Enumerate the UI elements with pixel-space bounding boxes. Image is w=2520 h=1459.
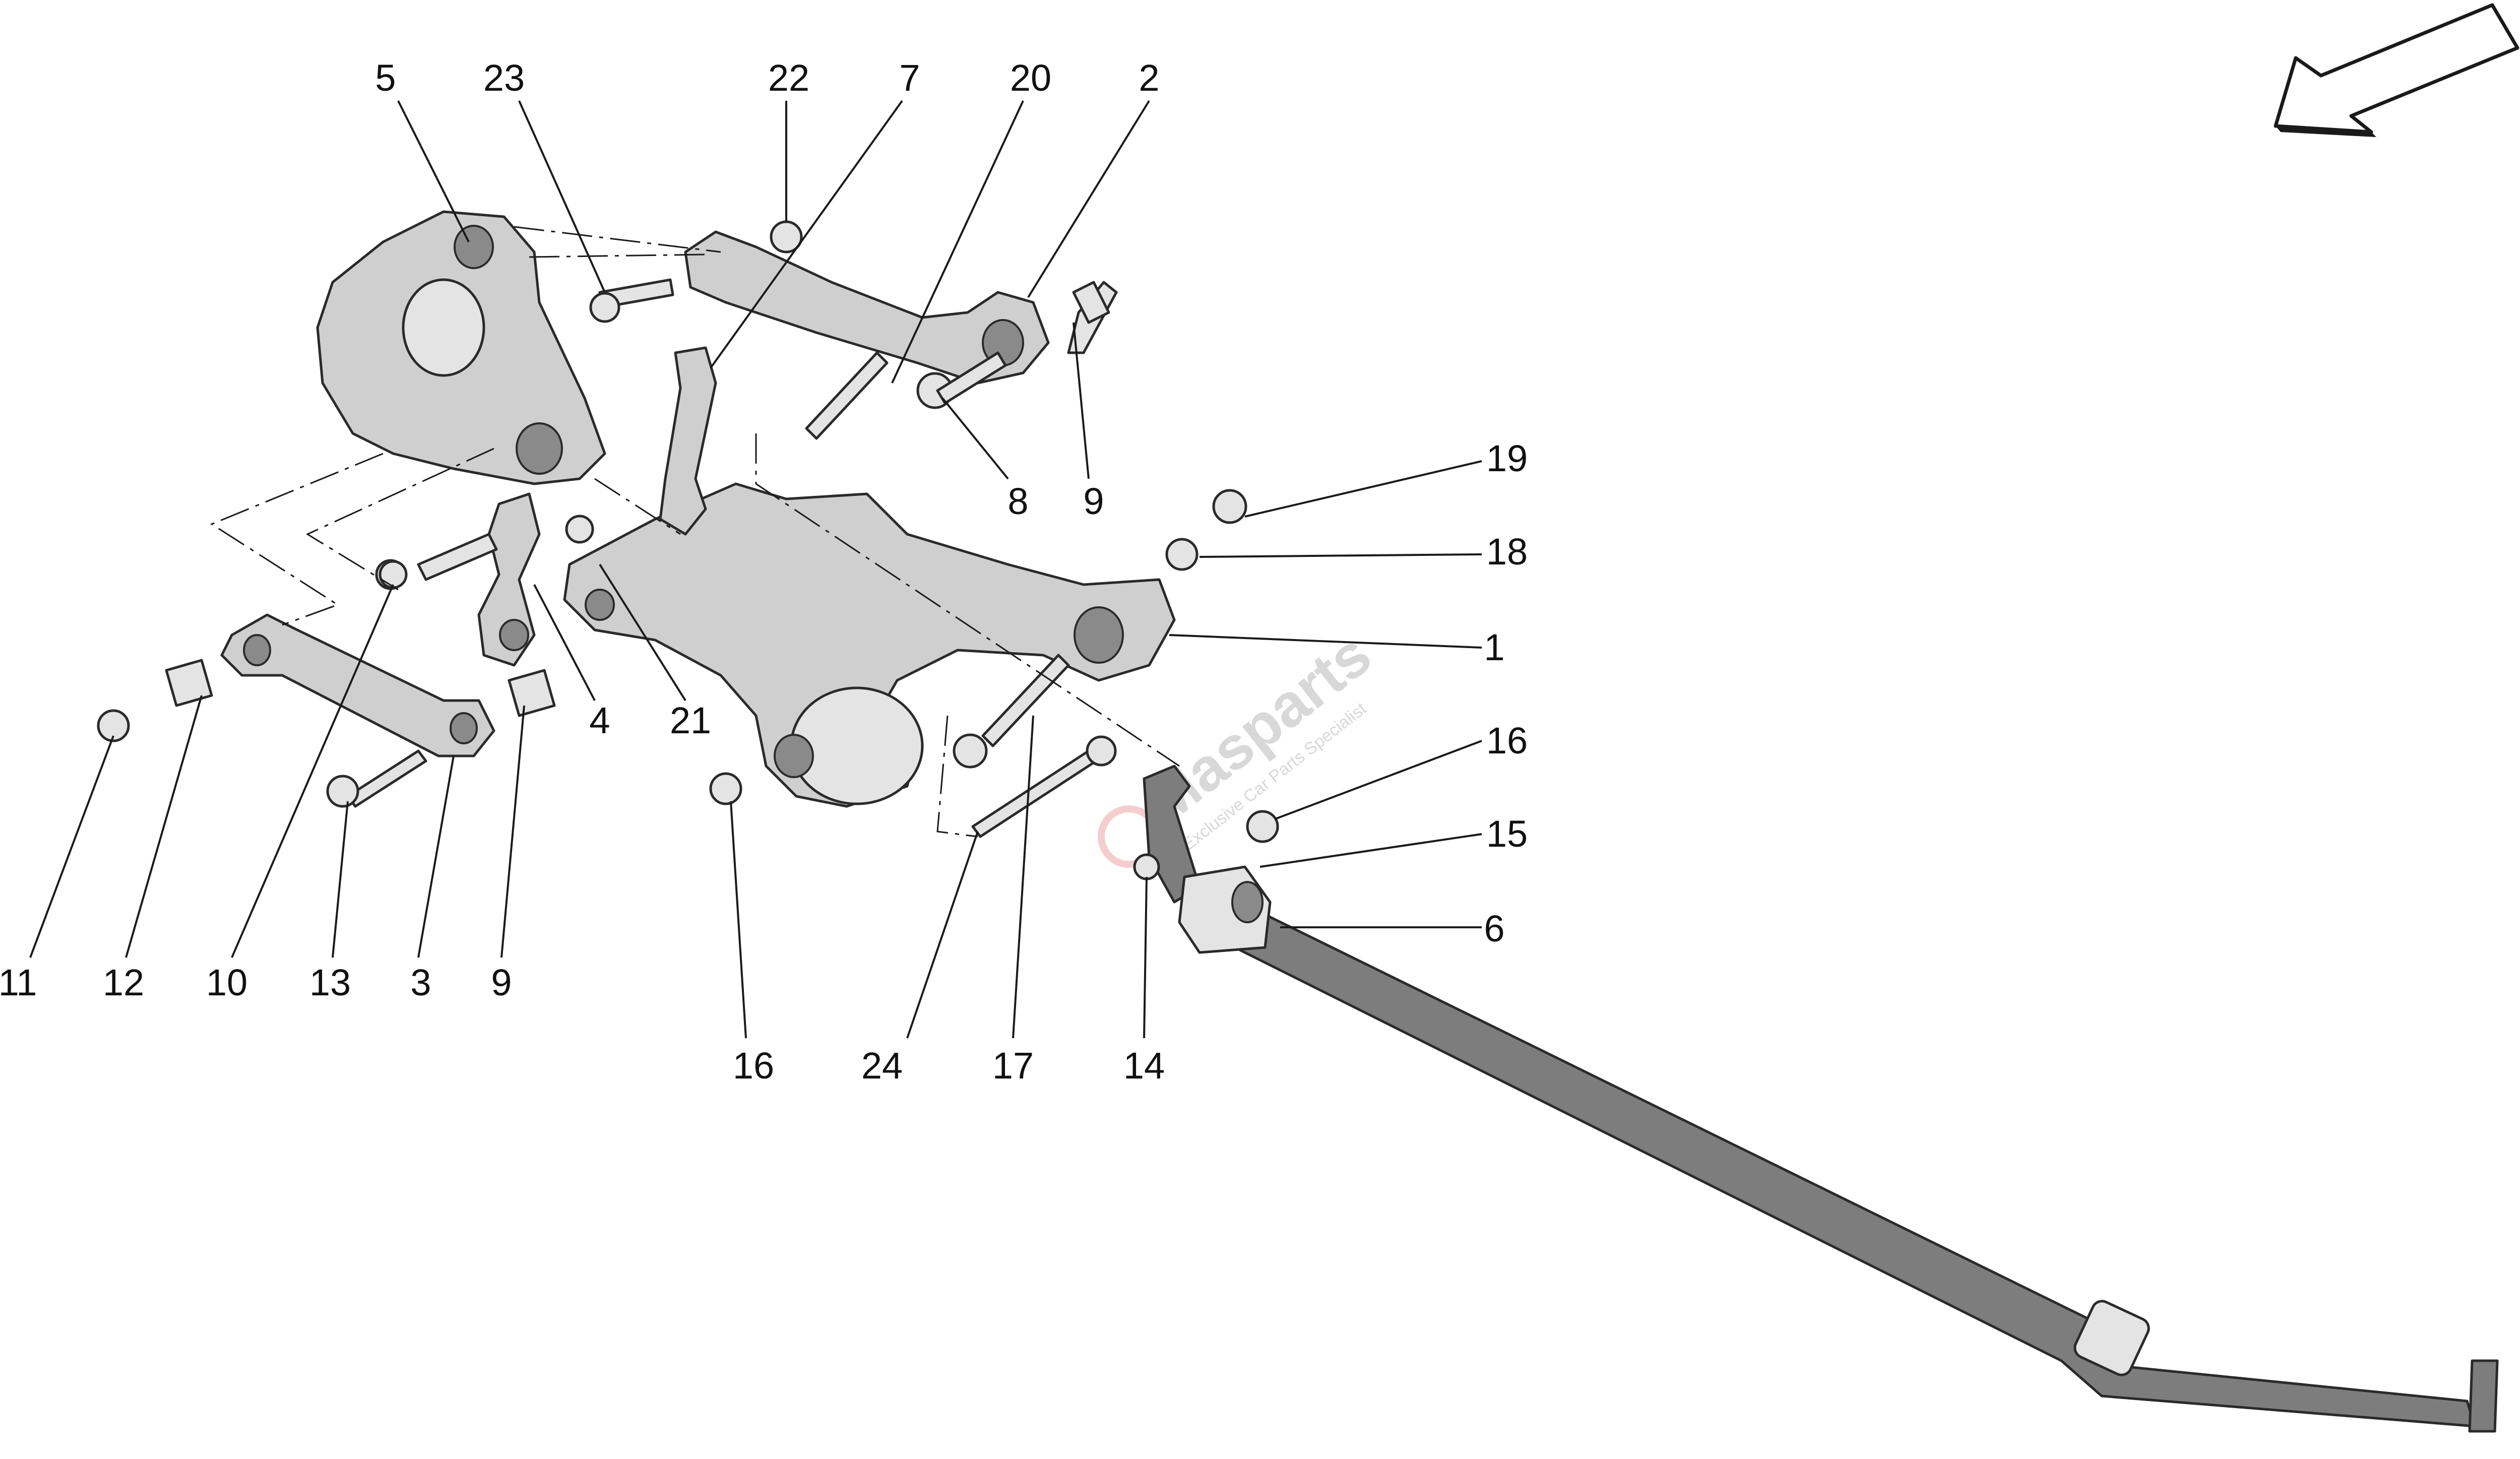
stabilizer-link [659, 346, 717, 536]
callout-16-right: 16 [1486, 720, 1528, 762]
callout-4: 4 [589, 700, 610, 741]
callout-8: 8 [1007, 480, 1028, 522]
callout-23: 23 [483, 57, 525, 99]
callout-5: 5 [375, 57, 396, 99]
callout-2: 2 [1139, 57, 1159, 99]
bar-bushing [1178, 865, 1272, 954]
callout-labels: 5 23 22 7 20 2 8 9 19 18 1 4 21 16 15 6 … [0, 57, 1528, 1087]
callout-12: 12 [103, 962, 144, 1003]
callout-18: 18 [1486, 531, 1528, 573]
callout-19: 19 [1486, 437, 1528, 479]
hub-carrier [316, 210, 606, 485]
callout-1: 1 [1484, 626, 1504, 668]
callout-6: 6 [1484, 908, 1504, 949]
callout-9-upper: 9 [1083, 480, 1104, 522]
stabilizer-bar [1143, 765, 2499, 1433]
callout-15: 15 [1486, 813, 1528, 855]
callout-13: 13 [309, 962, 351, 1003]
callout-22: 22 [768, 57, 809, 99]
callout-10: 10 [206, 962, 247, 1003]
callout-9-lower: 9 [491, 962, 512, 1003]
leader-lines [29, 100, 1482, 1039]
assembly-lines [210, 226, 1180, 838]
callout-3: 3 [410, 962, 431, 1003]
callout-11: 11 [0, 962, 37, 1003]
callout-14: 14 [1123, 1045, 1165, 1087]
fasteners [97, 220, 1279, 880]
callout-16-lower: 16 [733, 1045, 774, 1087]
upper-arm [684, 230, 1050, 385]
drop-link [477, 492, 541, 667]
callout-21: 21 [670, 700, 711, 741]
callout-7: 7 [899, 57, 920, 99]
callout-20: 20 [1010, 57, 1051, 99]
toe-link [220, 613, 495, 757]
lower-wishbone [563, 482, 1176, 808]
direction-arrow-icon [2274, 3, 2519, 137]
callout-17: 17 [992, 1045, 1034, 1087]
callout-24: 24 [861, 1045, 903, 1087]
